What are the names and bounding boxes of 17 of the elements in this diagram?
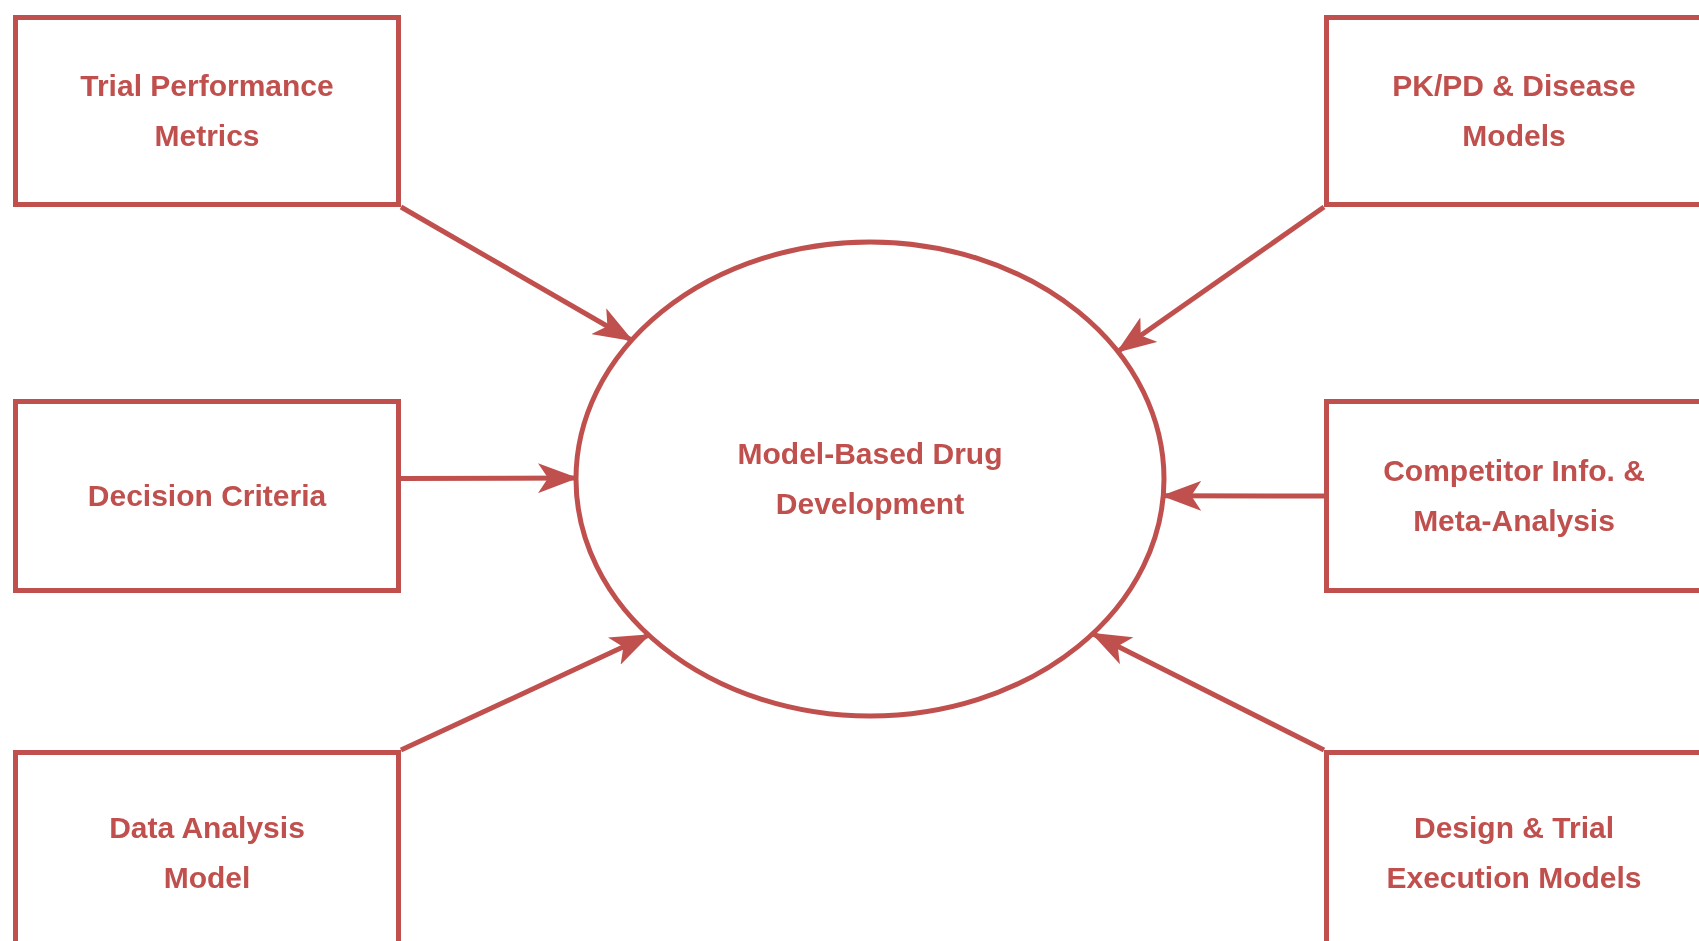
node-label: Design & Trial Execution Models: [1385, 810, 1643, 896]
process-box: [13, 15, 401, 207]
node-label: Data Analysis Model: [108, 810, 306, 896]
process-box: [13, 399, 401, 593]
node-label: Model-Based Drug Development: [736, 436, 1004, 522]
process-box: [1324, 750, 1699, 941]
arrow: [399, 632, 651, 753]
node-label: Decision Criteria: [86, 478, 328, 514]
process-box: [13, 750, 401, 941]
arrow: [399, 204, 634, 343]
node-label: Trial Performance Metrics: [79, 68, 335, 154]
arrow: [1116, 204, 1326, 354]
process-box: [1324, 15, 1699, 207]
arrow: [1090, 631, 1326, 753]
process-box: [1324, 399, 1699, 593]
node-label: Competitor Info. & Meta-Analysis: [1382, 453, 1646, 539]
node-label: PK/PD & Disease Models: [1391, 68, 1637, 154]
